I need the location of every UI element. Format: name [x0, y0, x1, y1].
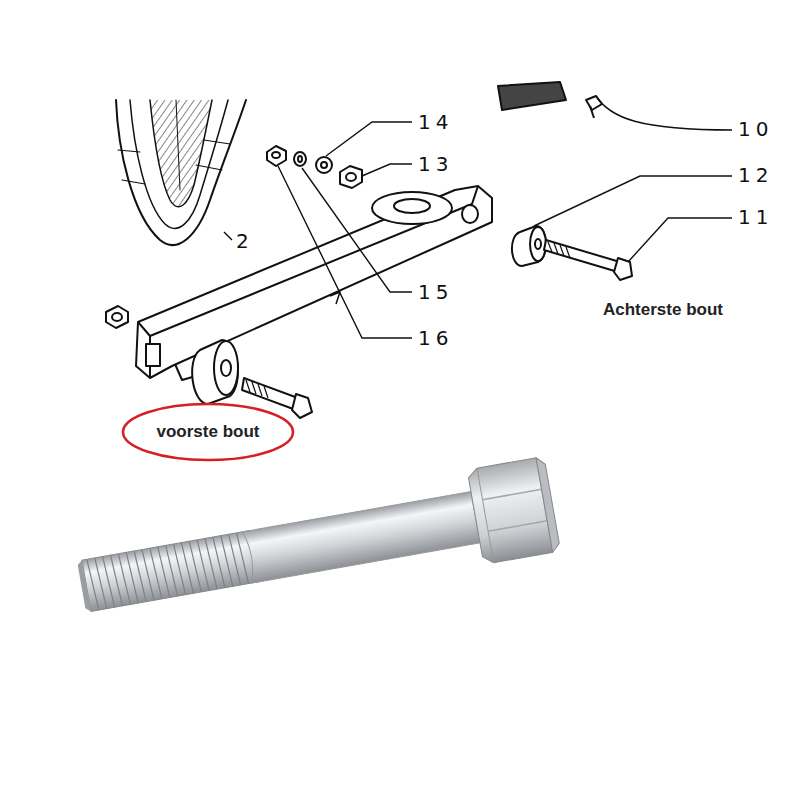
callout-number: 12: [738, 164, 773, 186]
callout-number: 11: [738, 206, 773, 228]
bolt-photo: [73, 456, 560, 634]
v-belt: [116, 100, 246, 245]
callout-number: 2: [236, 230, 254, 252]
part-label: Achterste bout: [603, 300, 723, 320]
callout-ellipse: voorste bout: [121, 402, 295, 462]
callout-number: 16: [418, 327, 453, 349]
callout-number: 13: [418, 153, 453, 175]
control-arm: [136, 186, 492, 380]
callout-number: 10: [738, 118, 773, 140]
callout-number: 15: [418, 281, 453, 303]
part-label: voorste bout: [157, 422, 260, 442]
hardware-parts: [106, 82, 632, 418]
callout-number: 14: [418, 111, 453, 133]
leader-lines: [224, 96, 732, 338]
